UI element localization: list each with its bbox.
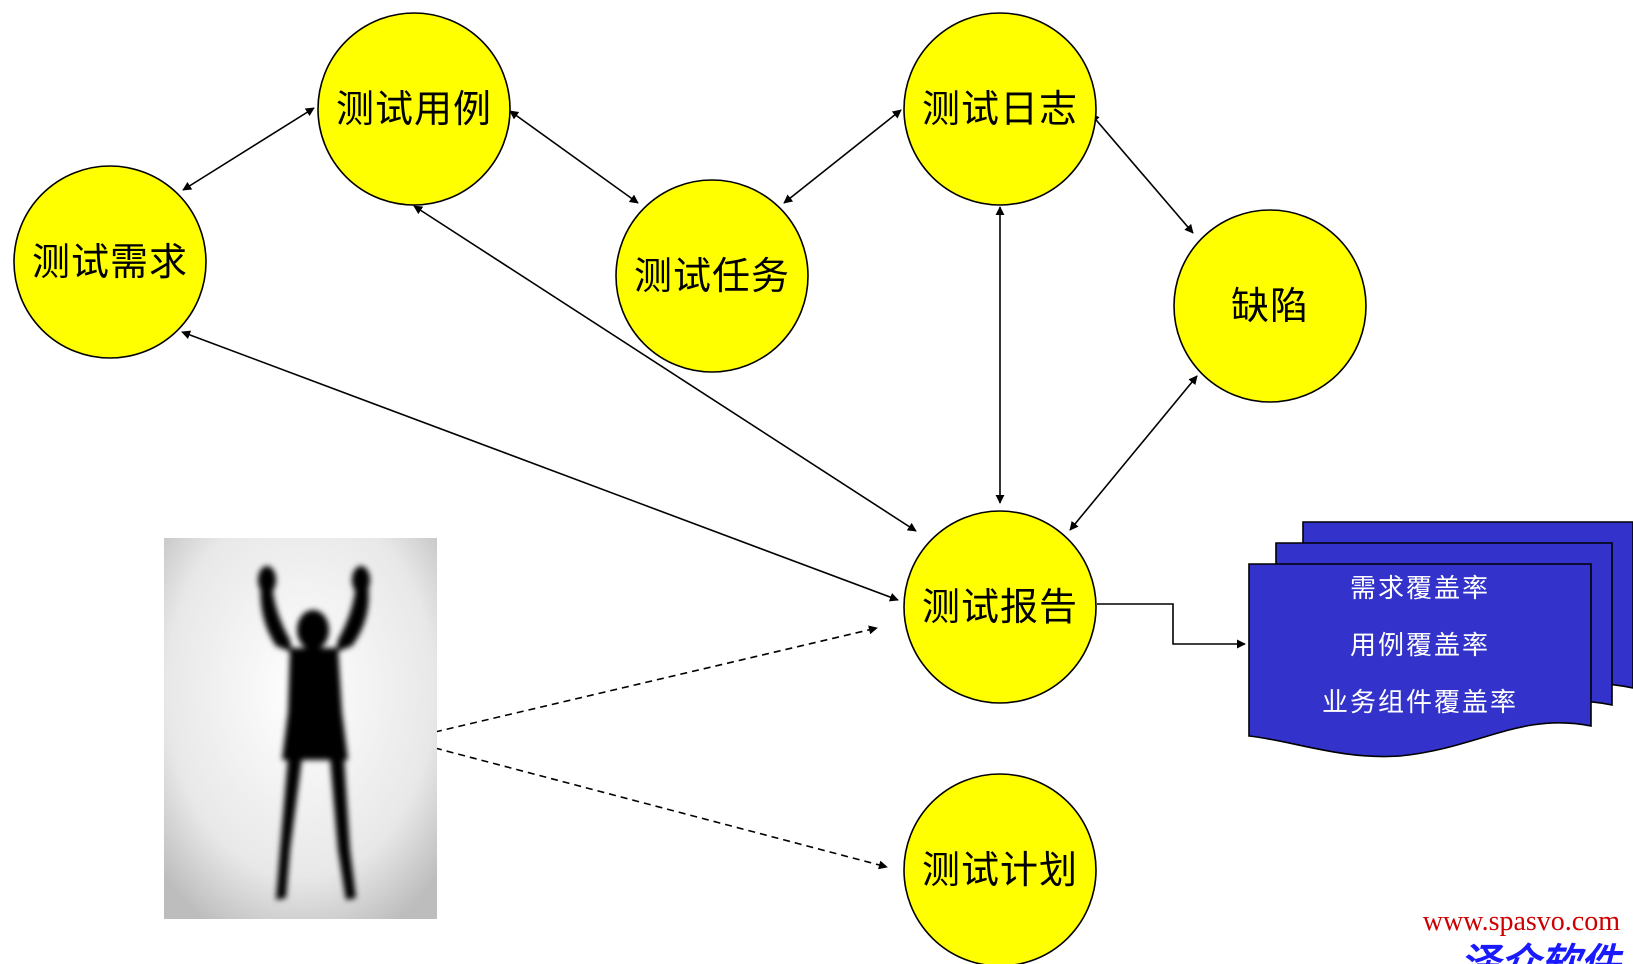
- document-front: [1248, 563, 1592, 758]
- edge-person-plan: [434, 747, 888, 870]
- node-defects-label: 缺陷: [1231, 284, 1309, 328]
- node-plan[interactable]: 测试计划: [903, 773, 1097, 964]
- node-tasks[interactable]: 测试任务: [615, 179, 809, 373]
- brand-name: 泽众软件: [1460, 941, 1624, 964]
- node-defects[interactable]: 缺陷: [1173, 209, 1367, 403]
- edge-cases-tasks: [509, 110, 639, 204]
- node-cases[interactable]: 测试用例: [317, 12, 511, 206]
- person-silhouette-icon: [258, 566, 370, 900]
- dashed-connectors: [434, 625, 888, 870]
- person-photo: [164, 538, 437, 919]
- document-line-1: 需求覆盖率: [1350, 574, 1490, 604]
- edge-requirements-report: [181, 330, 899, 602]
- edge-report-documents: [1097, 603, 1246, 649]
- edge-requirements-cases: [182, 107, 315, 191]
- node-plan-label: 测试计划: [922, 848, 1078, 892]
- document-line-2: 用例覆盖率: [1350, 631, 1490, 661]
- node-log[interactable]: 测试日志: [903, 12, 1097, 206]
- node-report[interactable]: 测试报告: [903, 510, 1097, 704]
- node-log-label: 测试日志: [922, 87, 1078, 131]
- node-requirements-label: 测试需求: [32, 240, 188, 284]
- edge-person-report: [434, 625, 878, 733]
- site-url[interactable]: www.spasvo.com: [1423, 906, 1620, 937]
- document-line-3: 业务组件覆盖率: [1322, 688, 1518, 718]
- node-cases-label: 测试用例: [336, 87, 492, 131]
- coverage-documents[interactable]: 需求覆盖率 用例覆盖率 业务组件覆盖率: [1248, 521, 1633, 758]
- node-tasks-label: 测试任务: [634, 254, 790, 298]
- edge-log-defects: [1090, 113, 1194, 234]
- node-requirements[interactable]: 测试需求: [13, 165, 207, 359]
- connectors: [181, 107, 1246, 649]
- edge-tasks-log: [783, 109, 902, 204]
- edge-defects-report: [1069, 375, 1198, 531]
- node-report-label: 测试报告: [922, 585, 1078, 629]
